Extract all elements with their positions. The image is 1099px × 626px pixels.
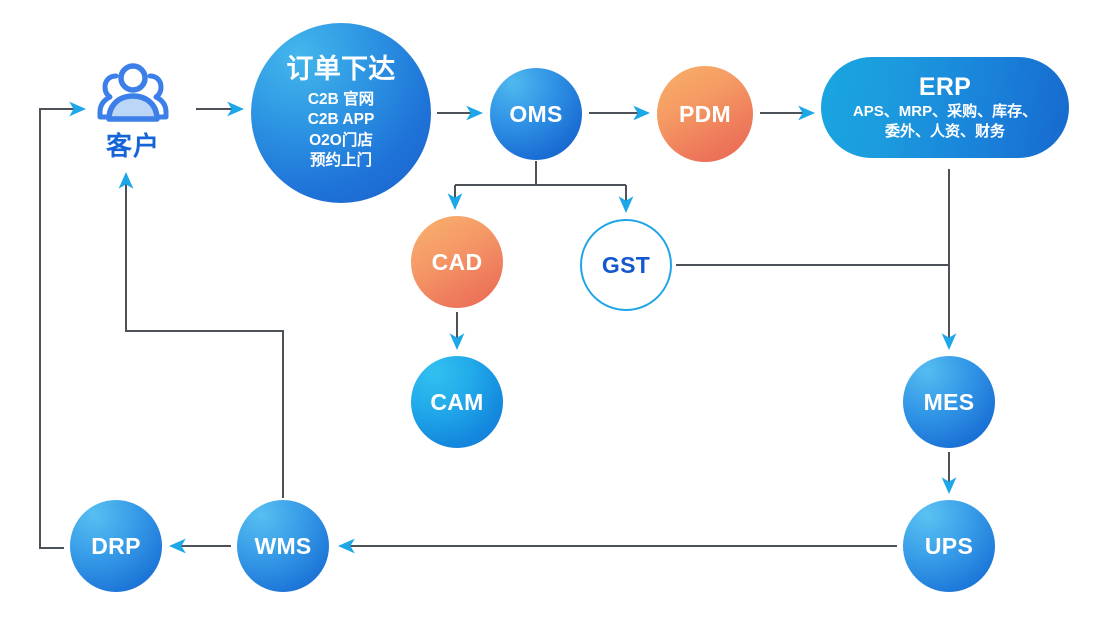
oms-title: OMS	[509, 100, 563, 127]
ups-title: UPS	[924, 532, 974, 559]
edge-wms-customer	[118, 172, 284, 498]
drp-title: DRP	[91, 532, 141, 559]
node-erp[interactable]: ERP APS、MRP、采购、库存、 委外、人资、财务	[821, 57, 1069, 158]
node-mes[interactable]: MES	[903, 356, 995, 448]
erp-title: ERP	[918, 72, 972, 101]
pdm-title: PDM	[678, 100, 731, 127]
cad-title: CAD	[431, 248, 483, 275]
node-drp[interactable]: DRP	[70, 500, 162, 592]
node-cad[interactable]: CAD	[411, 216, 503, 308]
node-gst[interactable]: GST	[580, 219, 672, 311]
node-order[interactable]: 订单下达 C2B 官网 C2B APP O2O门店 预约上门	[251, 23, 431, 203]
node-cam[interactable]: CAM	[411, 356, 503, 448]
customer-label: 客户	[105, 130, 160, 161]
node-wms[interactable]: WMS	[237, 500, 329, 592]
order-subtitle: C2B 官网 C2B APP O2O门店 预约上门	[307, 90, 375, 170]
wms-title: WMS	[254, 532, 312, 559]
mes-title: MES	[923, 388, 975, 415]
node-oms[interactable]: OMS	[490, 68, 582, 160]
node-ups[interactable]: UPS	[903, 500, 995, 592]
erp-subtitle: APS、MRP、采购、库存、 委外、人资、财务	[852, 102, 1038, 140]
edge-drp-customer	[39, 101, 86, 549]
order-title: 订单下达	[286, 53, 396, 84]
node-customer[interactable]: 客户	[78, 52, 188, 172]
gst-title: GST	[601, 251, 651, 278]
users-icon	[97, 62, 169, 122]
node-pdm[interactable]: PDM	[657, 66, 753, 162]
cam-title: CAM	[430, 388, 484, 415]
